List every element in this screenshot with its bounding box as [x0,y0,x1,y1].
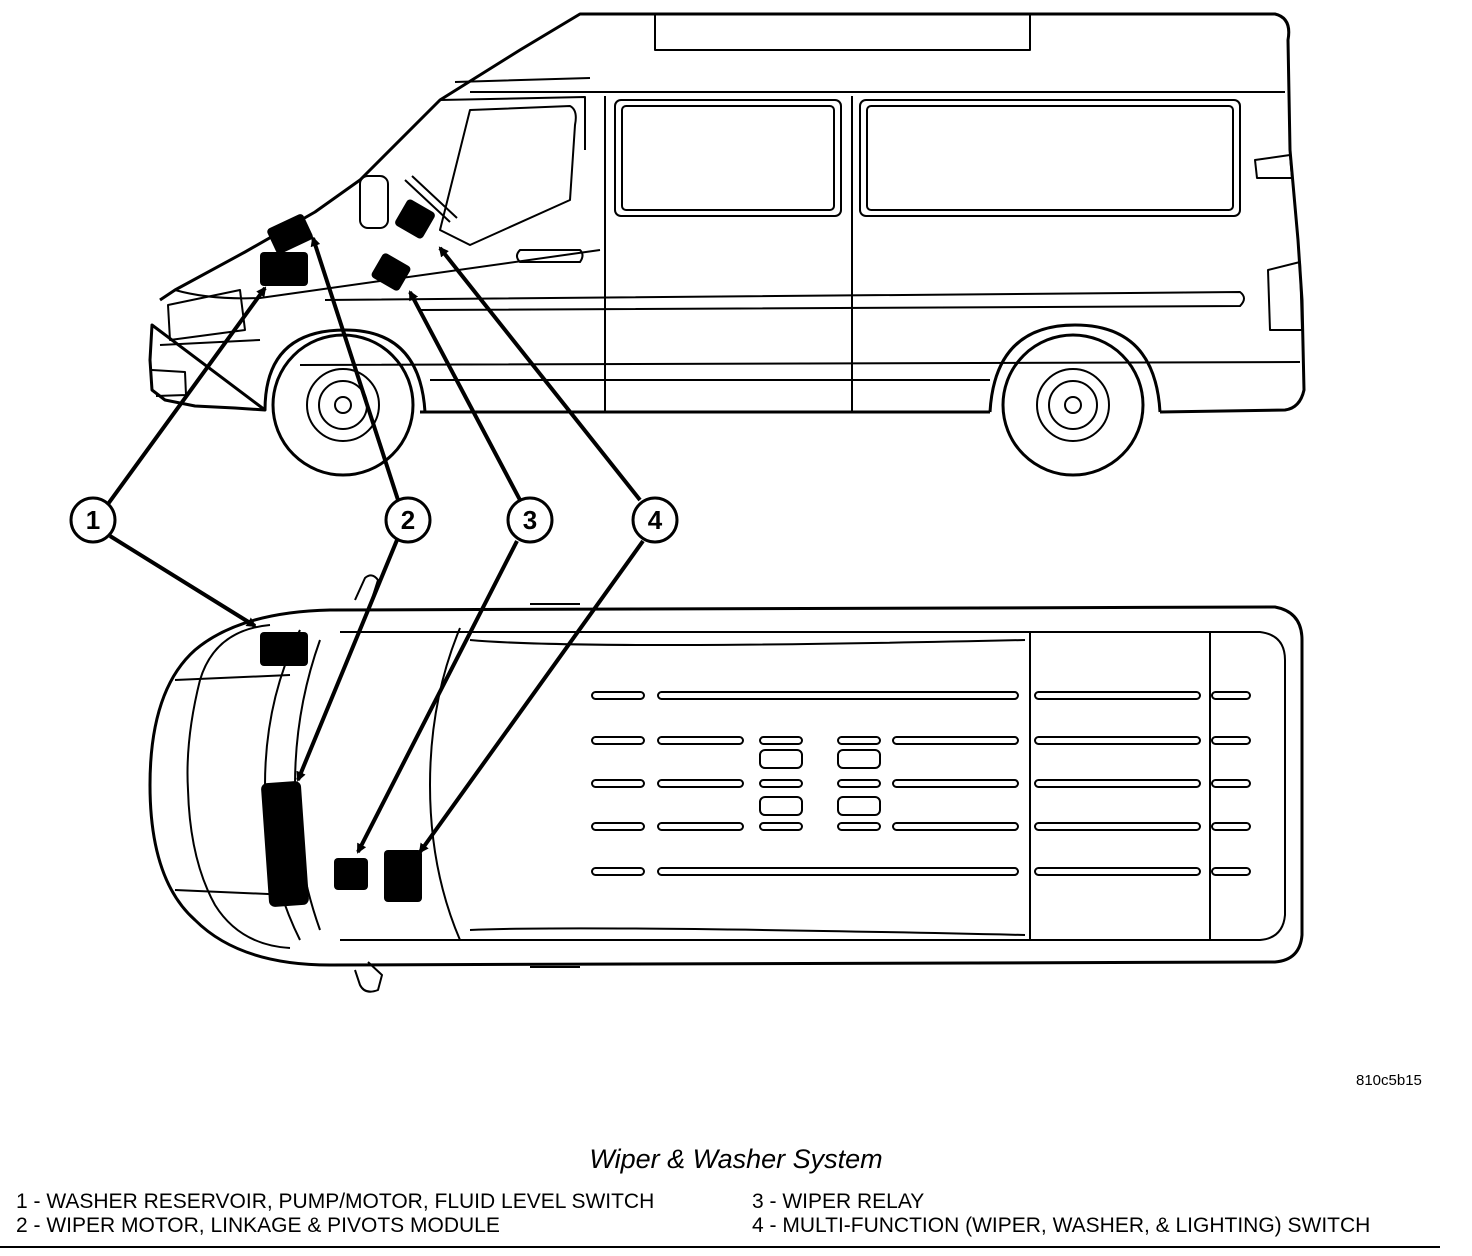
rib-row [591,691,1251,700]
rear-wheel [1001,333,1145,477]
legend-item-4: 4 - MULTI-FUNCTION (WIPER, WASHER, & LIG… [752,1214,1371,1237]
side-view-components [260,199,435,291]
callout-number: 1 [86,505,100,535]
top-view-components [260,632,422,907]
front-wheel [271,333,415,477]
callout-4: 4 [631,496,679,544]
rib-row [591,779,1251,788]
figure-caption: Wiper & Washer System [589,1144,883,1174]
wiper-motor-block-side [267,214,313,254]
callout-3: 3 [506,496,554,544]
roof-ribs [591,691,1251,876]
multifunction-switch-block-top [384,850,422,902]
callout-2: 2 [384,496,432,544]
rib-row [591,736,1251,745]
roof-vents [759,749,881,816]
wiper-relay-block-side [371,253,411,291]
callout-1: 1 [69,496,117,544]
wiper-relay-block-top [334,858,368,890]
bottom-rule [0,1246,1440,1248]
van-side-view [148,12,1306,477]
washer-reservoir-block-top [260,632,308,666]
washer-reservoir-block-side [260,252,308,286]
callout-number: 2 [401,505,415,535]
rib-row [591,822,1251,831]
rib-row [591,867,1251,876]
callout-number: 3 [523,505,537,535]
van-top-view [148,574,1304,993]
figure-id: 810c5b15 [1356,1072,1422,1089]
leader-arrows [106,236,645,854]
legend-item-1: 1 - WASHER RESERVOIR, PUMP/MOTOR, FLUID … [16,1190,655,1213]
callout-number: 4 [648,505,663,535]
multifunction-switch-block-side [395,199,435,239]
wiper-motor-block-top [261,781,309,907]
legend-item-3: 3 - WIPER RELAY [752,1190,925,1213]
legend-item-2: 2 - WIPER MOTOR, LINKAGE & PIVOTS MODULE [16,1214,500,1237]
